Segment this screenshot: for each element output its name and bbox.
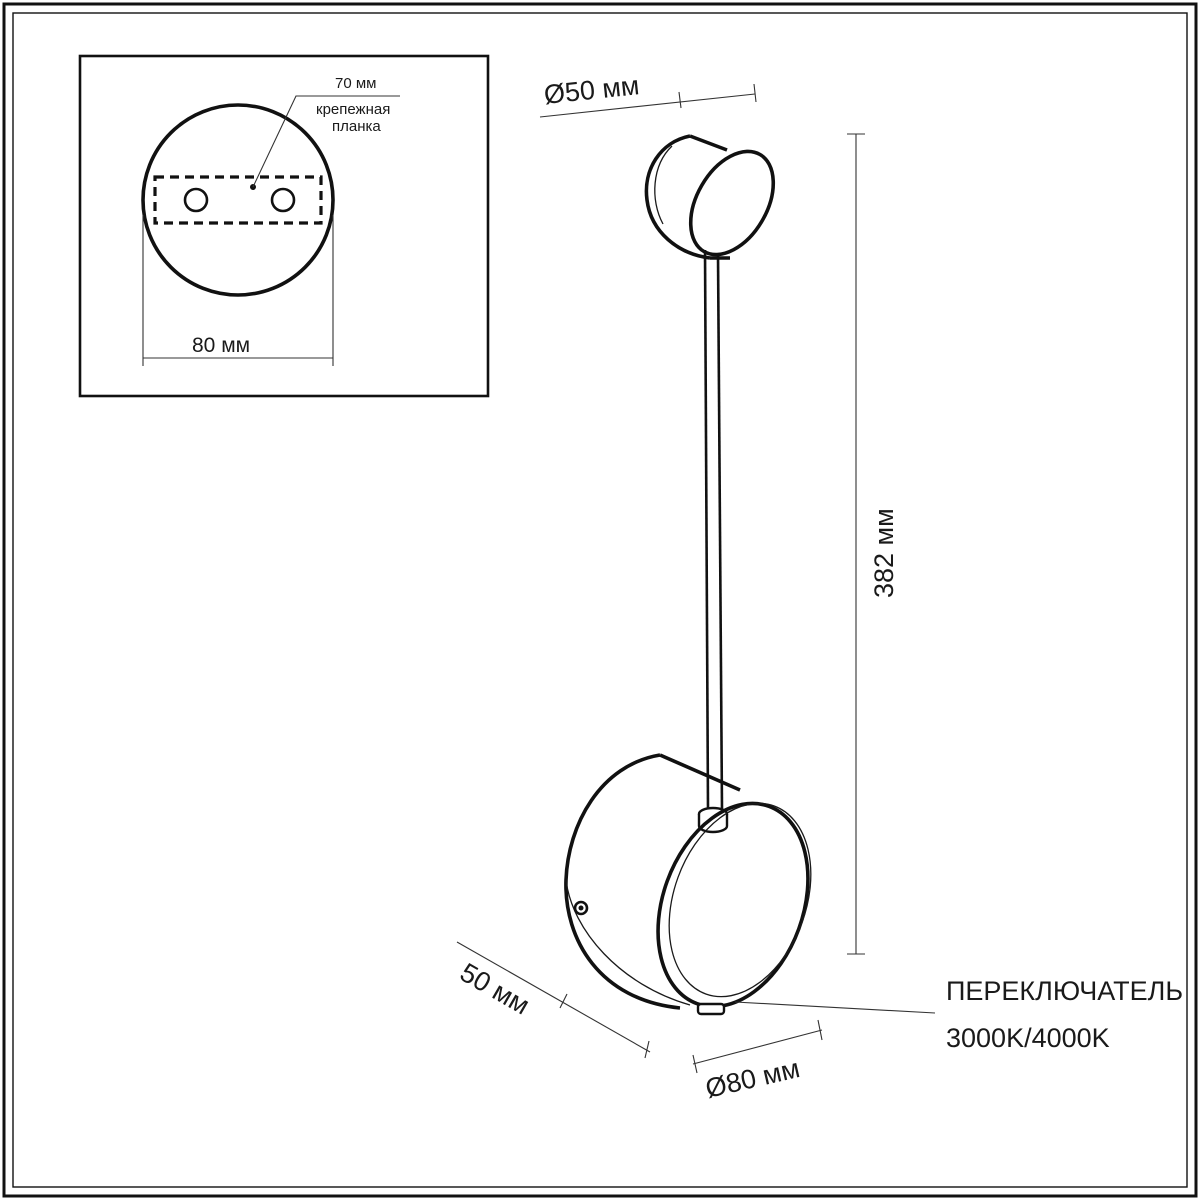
switch-leader-line	[734, 1001, 936, 1014]
height-dimension: 382 мм	[847, 133, 899, 955]
mounting-plate-inset: 70 мм крепежная планка 80 мм	[78, 54, 490, 398]
top-head	[644, 134, 776, 260]
top-diameter-dimension: Ø50 мм	[539, 70, 757, 118]
screw-hole-right	[270, 187, 296, 213]
screw-hole-left	[183, 187, 209, 213]
bottom-diameter-label: Ø80 мм	[703, 1053, 803, 1104]
depth-label: 50 мм	[455, 957, 535, 1020]
top-head-face	[688, 149, 776, 257]
top-diameter-label: Ø50 мм	[542, 70, 640, 110]
plate-label-line2: планка	[332, 118, 381, 135]
plate-width-label: 70 мм	[335, 75, 376, 92]
depth-dimension: 50 мм	[455, 941, 651, 1059]
switch-label-line1: ПЕРЕКЛЮЧАТЕЛЬ	[946, 976, 1183, 1006]
bottom-body-face	[656, 801, 810, 1009]
bottom-diameter-dimension: Ø80 мм	[692, 1019, 823, 1104]
base-diameter-label: 80 мм	[192, 334, 250, 357]
bottom-body-face-rim	[668, 802, 812, 998]
inset-frame	[78, 54, 490, 398]
base-circle	[141, 103, 335, 297]
bottom-body	[564, 753, 812, 1016]
rod-left	[703, 249, 710, 811]
switch-callout: ПЕРЕКЛЮЧАТЕЛЬ 3000K/4000K	[734, 976, 1183, 1053]
switch-nub	[696, 1002, 726, 1016]
mounting-plate-outline	[153, 175, 323, 225]
plate-label-line1: крепежная	[316, 101, 390, 118]
side-screw-hole	[573, 900, 589, 916]
switch-label-line2: 3000K/4000K	[946, 1023, 1110, 1053]
height-label: 382 мм	[869, 508, 899, 598]
plate-leader-line	[252, 95, 400, 188]
lamp-drawing	[564, 134, 812, 1016]
rod-right	[716, 253, 724, 811]
